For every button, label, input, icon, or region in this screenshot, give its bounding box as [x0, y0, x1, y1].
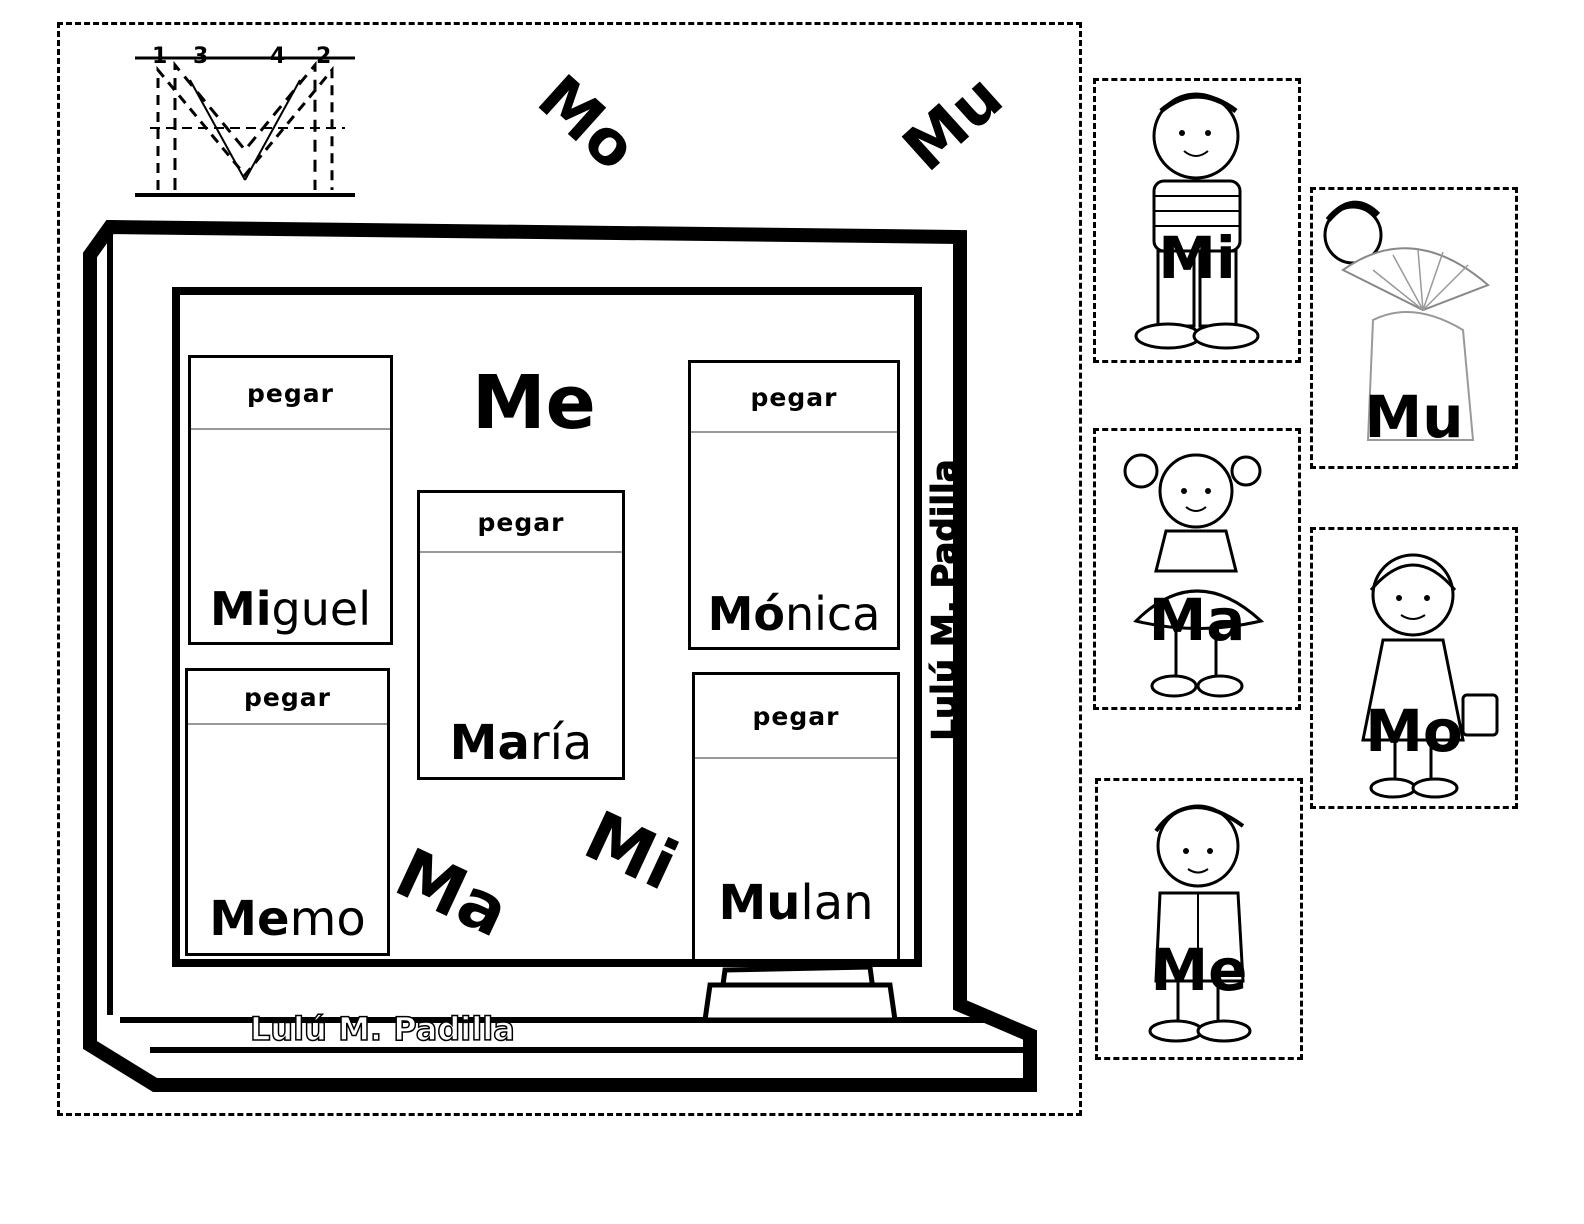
card-name: Mónica [697, 591, 891, 637]
card-name-syllable: Me [209, 891, 290, 947]
card-paste-label: pegar [188, 671, 387, 725]
author-credit-vertical: Lulú M. Padilla [925, 459, 966, 741]
cutout-mo[interactable]: Mo [1310, 527, 1518, 809]
cutout-mu[interactable]: Mu [1310, 187, 1518, 469]
stroke-number-4: 4 [270, 44, 286, 69]
stroke-number-3: 3 [193, 44, 209, 69]
cutout-syllable: Ma [1148, 586, 1246, 654]
cutout-syllable: Mo [1365, 697, 1463, 765]
cutout-syllable: Mi [1158, 224, 1236, 292]
girl-tutu-icon [1123, 453, 1265, 698]
card-maria[interactable]: pegar María [417, 490, 625, 780]
cutout-me[interactable]: Me [1095, 778, 1303, 1060]
board-frame-icon [83, 219, 1037, 1092]
card-name-syllable: Ma [449, 715, 530, 771]
card-name: María [426, 719, 616, 767]
cutout-ma[interactable]: Ma [1093, 428, 1301, 710]
card-name-syllable: Mu [718, 875, 801, 931]
stroke-number-2: 2 [316, 44, 332, 69]
card-name-rest: lan [800, 875, 874, 931]
card-mulan[interactable]: pegar Mulan [692, 672, 900, 962]
letter-m-stroke-icon [135, 56, 355, 197]
card-name-syllable: Mi [210, 582, 272, 636]
cutout-syllable: Mu [1364, 383, 1464, 451]
syllable-me-board: Me [472, 360, 596, 446]
card-name-rest: ría [529, 715, 593, 771]
girl-bag-icon [1361, 553, 1499, 799]
card-paste-label: pegar [420, 493, 622, 553]
letter-m-guide: 1 3 4 2 [130, 40, 360, 205]
cutout-mi[interactable]: Mi [1093, 78, 1301, 363]
boy-jacket-icon [1148, 804, 1252, 1043]
card-miguel[interactable]: pegar Miguel [188, 355, 393, 645]
card-paste-label: pegar [691, 363, 897, 433]
worksheet-cut-border [57, 22, 1082, 1116]
stroke-number-1: 1 [152, 44, 168, 69]
card-name: Mulan [701, 879, 891, 927]
card-name: Memo [194, 895, 381, 943]
card-memo[interactable]: pegar Memo [185, 668, 390, 956]
card-name: Miguel [197, 586, 384, 632]
card-name-rest: nica [784, 587, 881, 641]
card-paste-label: pegar [191, 358, 390, 430]
mulan-fan-icon [1323, 200, 1490, 441]
card-monica[interactable]: pegar Mónica [688, 360, 900, 650]
card-name-syllable: Mó [707, 587, 785, 641]
card-name-rest: guel [271, 582, 371, 636]
cutout-syllable: Me [1150, 936, 1248, 1004]
card-paste-label: pegar [695, 675, 897, 759]
author-credit-ledge: Lulú M. Padilla [249, 1009, 515, 1049]
card-name-rest: mo [289, 891, 366, 947]
boy-striped-shirt-icon [1134, 92, 1260, 350]
